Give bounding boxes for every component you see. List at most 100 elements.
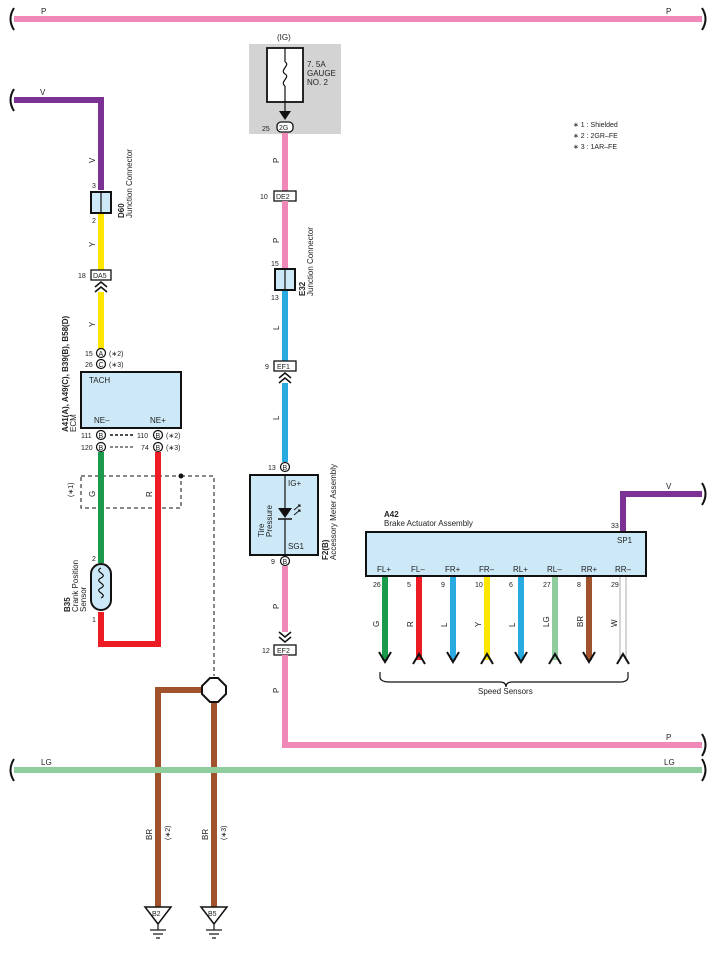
l-wire-label-2: L [272,415,281,420]
ecm-pin-74: 74 [141,445,149,452]
brake-code: A42 [384,510,399,519]
e32-code: E32 [298,281,307,296]
brake-terminal-pin: 9 [441,582,445,589]
p-wire-label-4: P [272,688,281,693]
ecm-tach: TACH [89,376,110,385]
brake-terminals: FL+26GFL–5RFR+9LFR–10YRL+6LRL–27LGRR+8BR… [372,565,632,665]
d60-top-pin: 3 [92,183,96,190]
lg-bus-label-right: LG [664,758,675,767]
shield-note: (∗1) [68,483,75,497]
fuse-connector: 2G [279,125,288,132]
meter-pin-bottom: 9 [271,559,275,566]
brake-wire-label: LG [542,616,551,627]
brake-terminal-pin: 26 [373,582,381,589]
e32-top-pin: 15 [271,261,279,268]
br-note-1: (∗2) [165,826,172,840]
brake-terminal-pin: 29 [611,582,619,589]
ecm-ne-minus: NE– [94,416,110,425]
arrow-down-icon [378,651,392,664]
g-wire-label: G [88,491,97,497]
fuse-pin: 25 [262,126,270,133]
br-wire-label-2: BR [201,829,210,840]
lg-bus: LG LG [9,758,707,782]
meter-pin-top-conn: B [283,465,288,472]
ecm-pin-120-conn: B [99,445,104,452]
fuse-ig-label: (IG) [277,33,291,42]
brake-terminal-label: RR+ [581,565,598,574]
p-wire-label-3: P [272,604,281,609]
crank-position-sensor [90,563,112,611]
brake-terminal-label: RR– [615,565,632,574]
ecm-box [80,371,182,429]
ef1-pin: 9 [265,364,269,371]
arrow-down-icon [514,651,528,664]
ecm-name: ECM [69,414,78,432]
arrow-up-icon [480,652,494,665]
brake-terminal-label: FR– [479,565,495,574]
brake-wire-label: L [440,622,449,627]
ef1-connector: EF1 [277,364,290,371]
e32-name: Junction Connector [306,227,315,296]
fuse-name-line1: 7. 5A [307,60,326,69]
e32-bottom-pin: 13 [271,295,279,302]
sensor-pin-top: 2 [92,556,96,563]
v-right-label: V [666,482,672,491]
sp1-pin: 33 [611,523,619,530]
ef2-connector: EF2 [277,648,290,655]
p-bottom-right-label: P [666,733,671,742]
brake-wire-label: G [372,621,381,627]
meter-pin-top: 13 [268,465,276,472]
brake-terminal-pin: 6 [509,582,513,589]
ecm-pin-15: 15 [85,351,93,358]
sensor-name-1: Crank Position [71,560,80,612]
legend-item-3: ∗ 3 : 1AR–FE [573,144,617,151]
legend: ∗ 1 : Shielded ∗ 2 : 2GR–FE ∗ 3 : 1AR–FE [573,122,618,151]
brake-actuator-box [365,531,647,577]
y-wire-label-1: Y [88,241,97,247]
y-wire-label-2: Y [88,321,97,327]
meter-code: F2(B) [321,539,330,560]
ecm-pin-74-note: (∗3) [166,445,180,452]
ground-b2: B2 [143,906,173,939]
meter-ig: IG+ [288,479,301,488]
meter-tp-1: Tire [257,523,266,537]
legend-item-2: ∗ 2 : 2GR–FE [573,133,618,140]
meter-name: Accessory Meter Assembly [329,464,338,560]
lg-bus-label-left: LG [41,758,52,767]
top-p-label-right: P [666,7,671,16]
fuse-name-line2: GAUGE [307,69,336,78]
ground-b5-label: B5 [208,911,217,918]
v-bus-label: V [40,88,46,97]
ecm-pin-15-conn: A [99,351,104,358]
sensor-pin-bottom: 1 [92,617,96,624]
d60-bottom-pin: 2 [92,218,96,225]
meter-sg: SG1 [288,542,305,551]
ecm-ne-plus: NE+ [150,416,166,425]
ef2-pin: 12 [262,648,270,655]
brake-terminal-label: FL+ [377,565,391,574]
top-p-bus: P P [9,7,707,31]
brake-wire-label: L [508,622,517,627]
da5-connector: DA5 [93,273,107,280]
ecm-pin-111: 111 [81,433,92,440]
ground-b5: B5 [199,906,229,939]
coil-icon [98,567,104,599]
de2-pin: 10 [260,194,268,201]
led-icon [278,508,292,518]
ecm-pin-15-note: (∗2) [109,351,123,358]
meter-pin-bottom-conn: B [283,559,288,566]
l-wire-label-1: L [272,325,281,330]
brake-wire-label: Y [474,621,483,627]
fuse-gauge-no2: (IG) 7. 5A GAUGE NO. 2 2G 25 [249,33,341,134]
ground-b2-label: B2 [152,911,161,918]
sensor-code: B35 [63,597,72,612]
p-wire-label-1: P [272,158,281,163]
v-wire-label: V [88,157,97,163]
ecm-pin-110-note: (∗2) [166,433,180,440]
d60-code: D60 [117,203,126,218]
shield-box [80,475,182,509]
ecm-pin-110-conn: B [156,433,161,440]
top-p-label-left: P [41,7,46,16]
sensor-name-2: Sensor [79,586,88,612]
